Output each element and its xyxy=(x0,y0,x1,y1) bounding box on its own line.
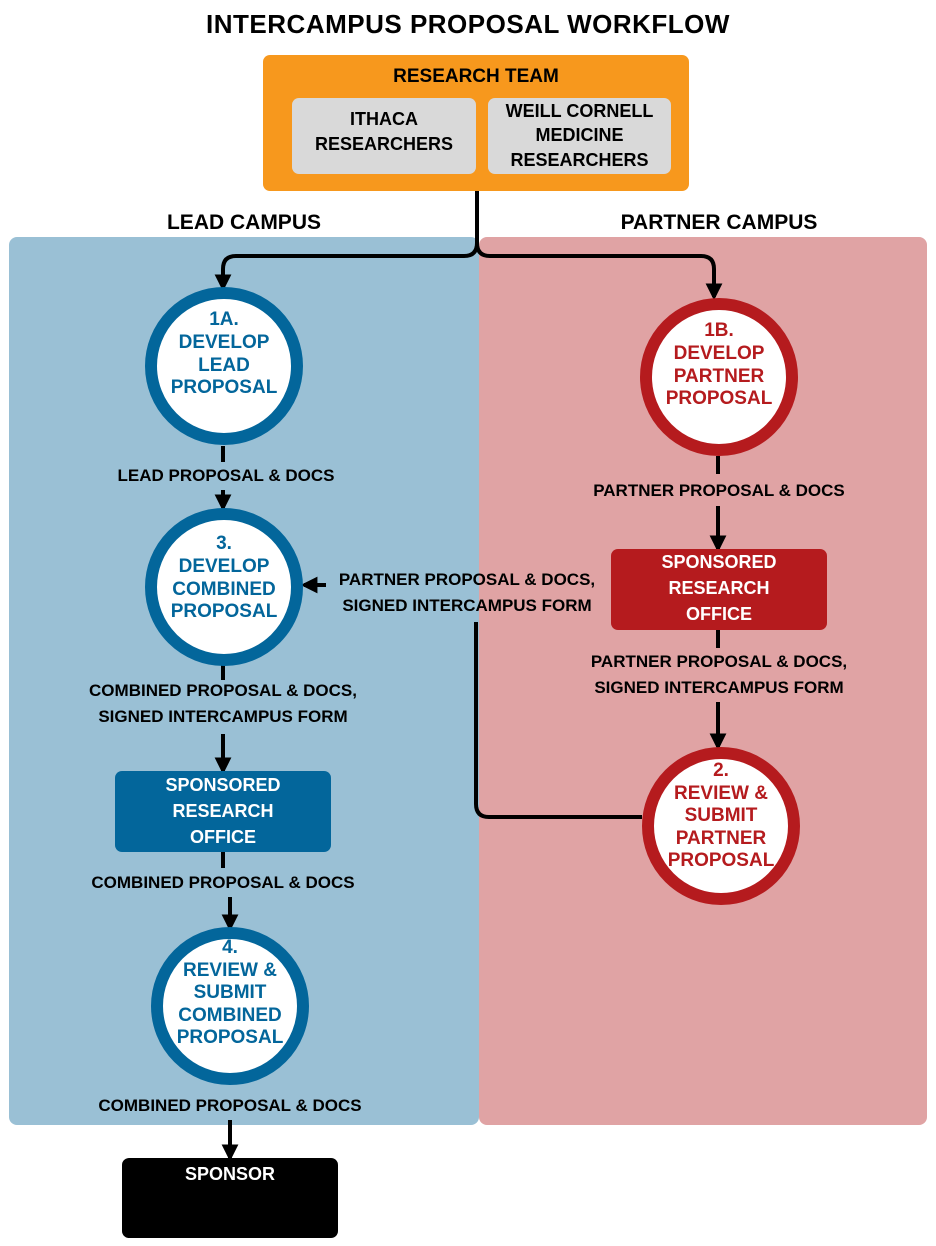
step-3-label: 3. DEVELOP COMBINED PROPOSAL xyxy=(170,533,278,623)
connector-team-to-1a xyxy=(214,191,479,292)
step-1a-circle xyxy=(145,287,303,445)
lead-sponsored-research-office xyxy=(115,771,331,852)
partner-office-label: SPONSORED RESEARCH OFFICE xyxy=(661,552,777,625)
flow-label-partner-signed: PARTNER PROPOSAL & DOCS, SIGNED INTERCAM… xyxy=(590,652,848,698)
ithaca-researchers-label: ITHACA RESEARCHERS xyxy=(314,109,454,154)
connector-2-to-3-line xyxy=(474,622,642,819)
connector-team-to-1b xyxy=(475,191,723,301)
step-4-label: 4. REVIEW & SUBMIT COMBINED PROPOSAL xyxy=(176,937,284,1049)
partner-sponsored-research-office xyxy=(611,549,827,630)
lead-campus-label: LEAD CAMPUS xyxy=(166,211,321,234)
flow-label-combined-to-4: COMBINED PROPOSAL & DOCS xyxy=(91,873,355,892)
flow-label-lead-proposal: LEAD PROPOSAL & DOCS xyxy=(117,466,335,485)
sponsor-box xyxy=(122,1158,338,1238)
flow-label-partner-proposal: PARTNER PROPOSAL & DOCS xyxy=(593,481,845,500)
wcm-researchers-box xyxy=(488,98,671,174)
lead-office-label: SPONSORED RESEARCH OFFICE xyxy=(165,775,281,848)
sponsor-label: SPONSOR xyxy=(184,1164,276,1184)
research-team-label: RESEARCH TEAM xyxy=(393,66,559,87)
step-1b-label: 1B. DEVELOP PARTNER PROPOSAL xyxy=(665,320,773,410)
page-title: INTERCAMPUS PROPOSAL WORKFLOW xyxy=(206,9,730,39)
ithaca-researchers-box xyxy=(292,98,476,174)
flow-label-partner-into-3: PARTNER PROPOSAL & DOCS, SIGNED INTERCAM… xyxy=(338,570,596,616)
step-2-label: 2. REVIEW & SUBMIT PARTNER PROPOSAL xyxy=(667,760,775,872)
flow-label-combined-to-sponsor: COMBINED PROPOSAL & DOCS xyxy=(98,1096,362,1115)
flow-label-combined-signed: COMBINED PROPOSAL & DOCS, SIGNED INTERCA… xyxy=(89,681,357,727)
step-1a-label: 1A. DEVELOP LEAD PROPOSAL xyxy=(170,309,278,399)
partner-campus-label: PARTNER CAMPUS xyxy=(620,211,818,234)
wcm-researchers-label: WEILL CORNELL MEDICINE RESEARCHERS xyxy=(505,101,654,170)
